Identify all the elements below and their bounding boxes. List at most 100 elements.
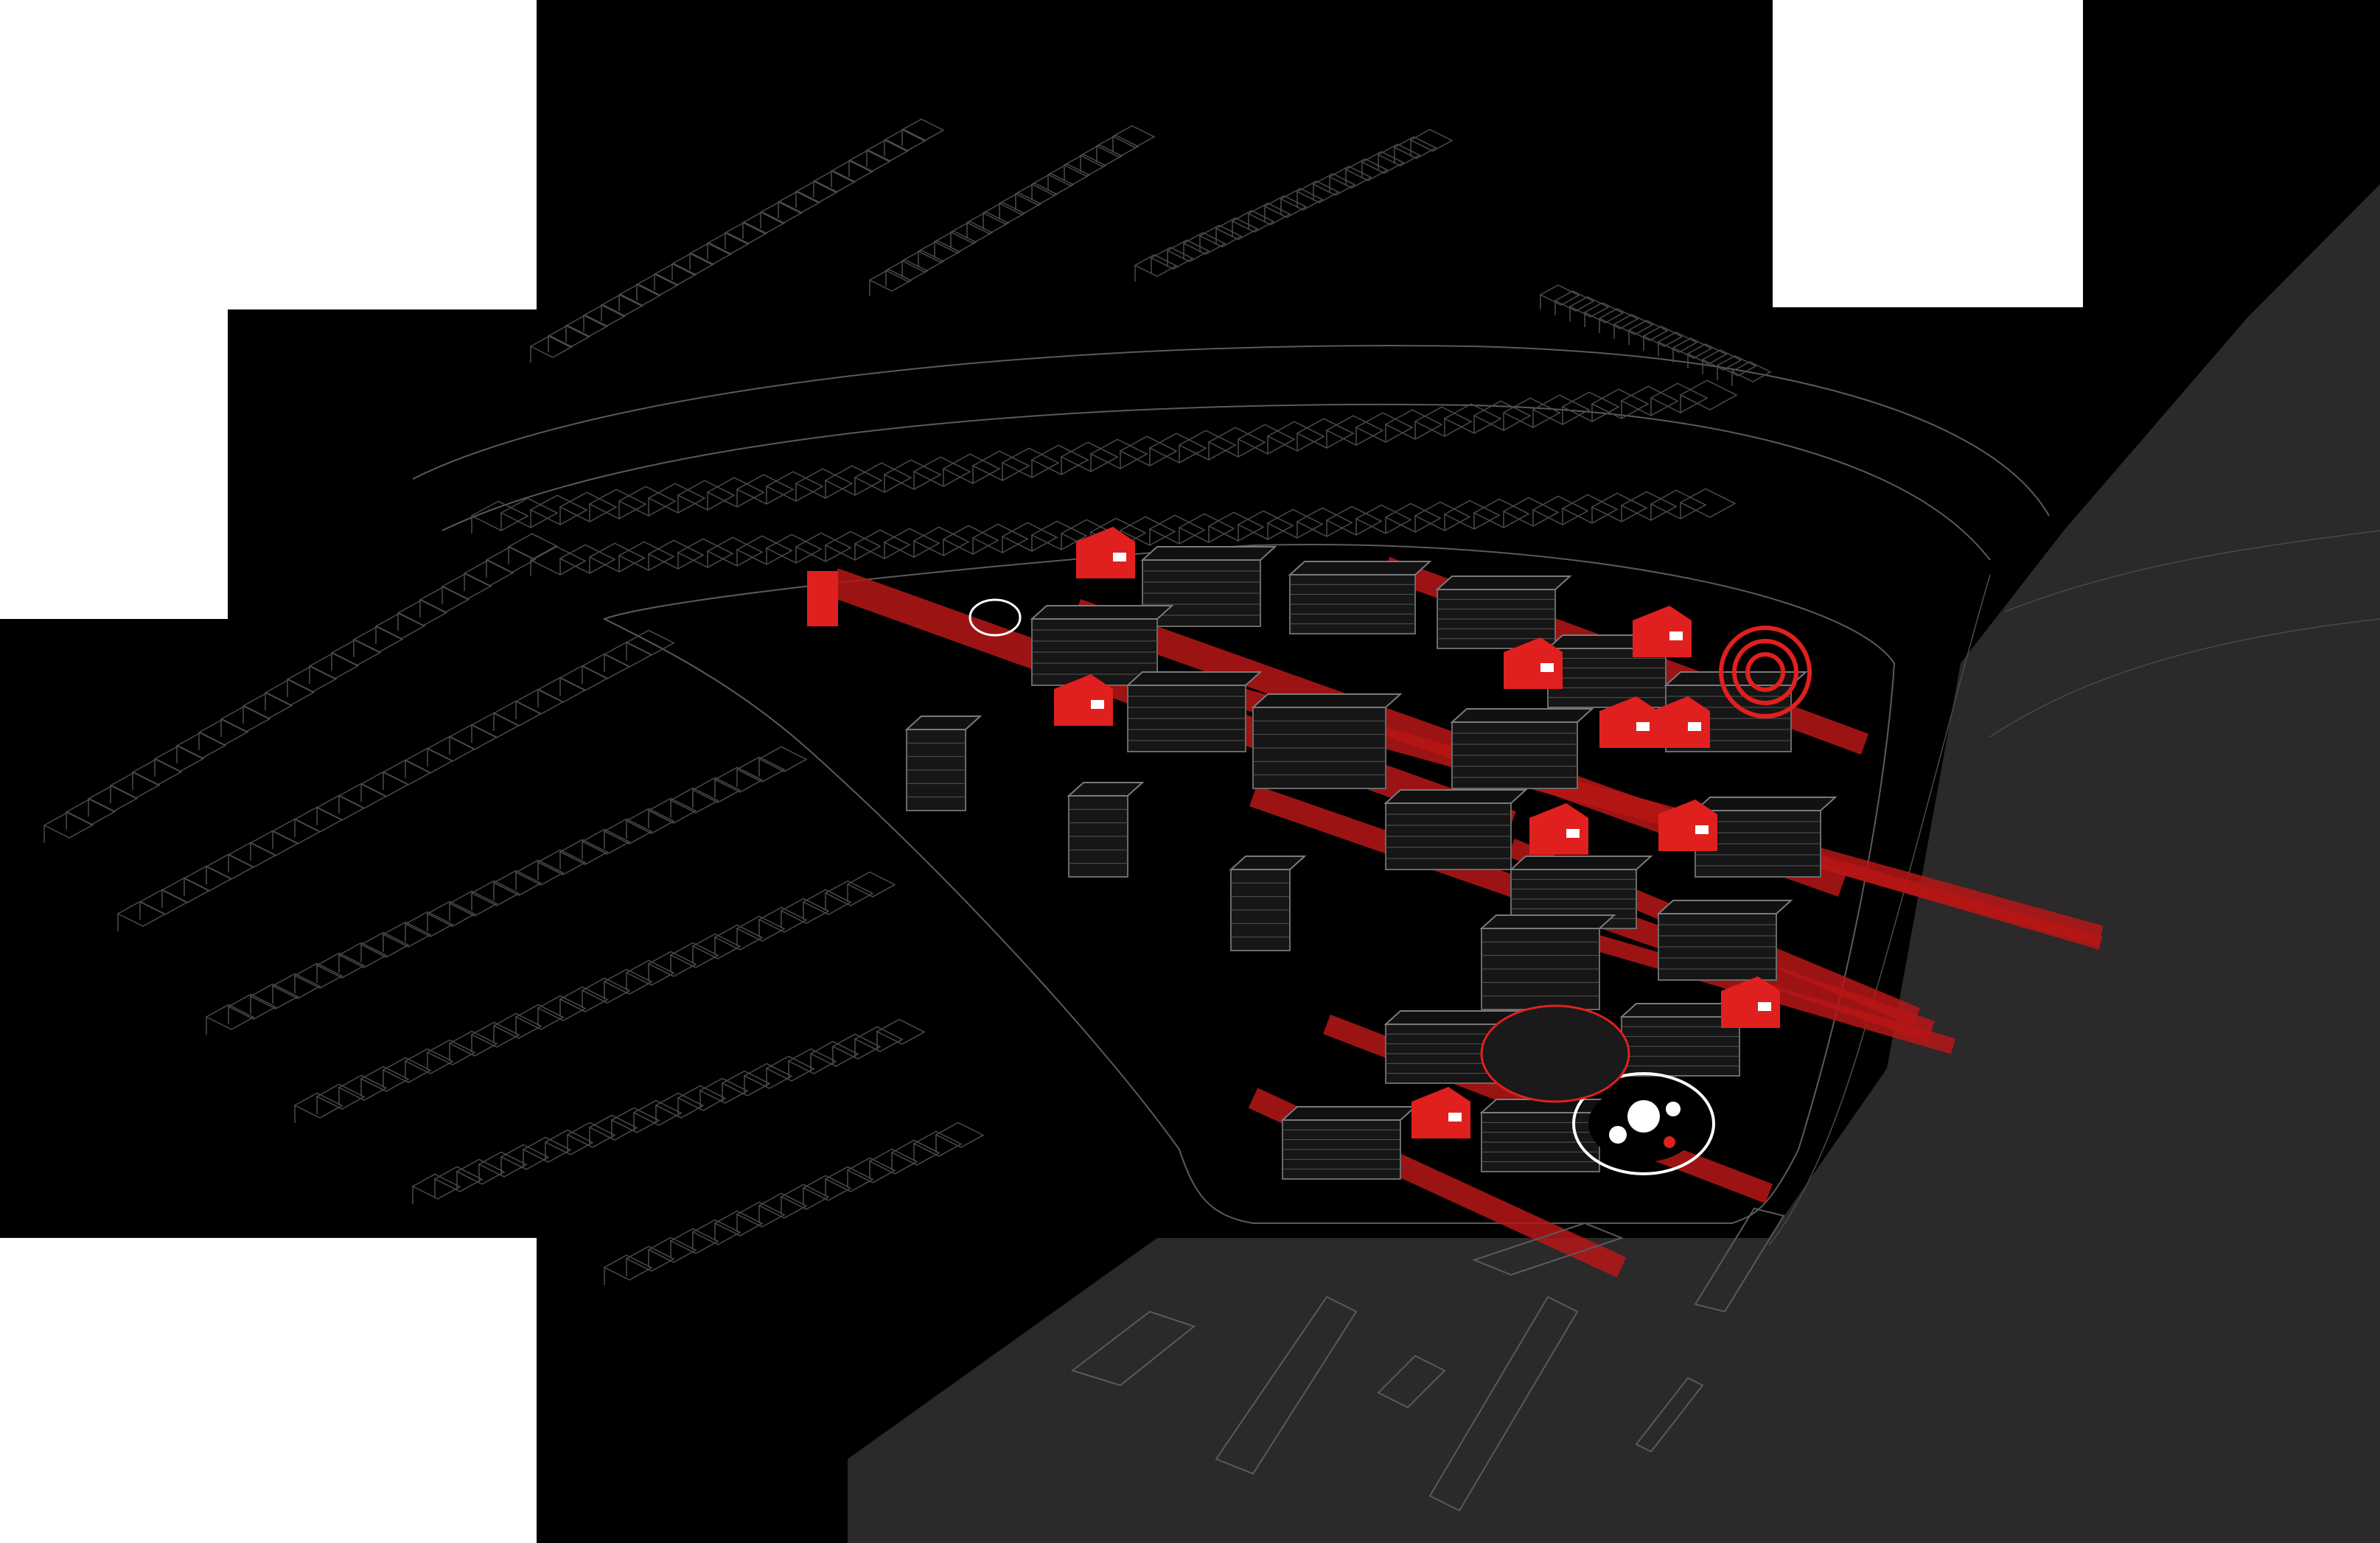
terrace-house [175, 732, 227, 759]
pavilion-opening [1669, 631, 1683, 640]
terrace-house [1473, 498, 1530, 528]
terrace-house [1266, 421, 1325, 452]
terrace-house [1591, 492, 1648, 522]
terrace-house [433, 1166, 484, 1192]
terrace-house [824, 1166, 874, 1192]
terrace-house [713, 1210, 764, 1236]
terrace-house [1701, 349, 1742, 371]
terrace-house [1001, 522, 1058, 552]
terrace-house [1060, 441, 1119, 472]
terrace-house [1047, 163, 1091, 186]
terrace-house [1355, 504, 1412, 534]
terrace-house [758, 746, 808, 772]
terrace-house [1296, 180, 1340, 203]
terrace-house [205, 1004, 255, 1030]
curved-road [442, 403, 1991, 561]
terrace-house [382, 921, 432, 948]
terrace-house [1716, 354, 1757, 377]
terrace-house [315, 952, 366, 979]
terrace-house [1443, 403, 1502, 434]
terrace-house [721, 1070, 771, 1096]
terrace-house [1650, 382, 1709, 413]
terrace-house [338, 942, 388, 968]
terrace-house [1443, 500, 1501, 530]
estate-tower-roof [1126, 671, 1263, 686]
terrace-house [883, 459, 942, 490]
terrace-house [1325, 505, 1383, 536]
terrace-house [1409, 128, 1454, 152]
terrace-house [1089, 438, 1148, 469]
terrace-house [529, 545, 587, 575]
terrace-house [765, 533, 823, 564]
ring-feature [969, 598, 1022, 637]
terrace-house [1344, 158, 1389, 181]
terrace-house [809, 1040, 859, 1067]
terrace-house [942, 525, 999, 555]
terrace-house [249, 983, 299, 1010]
terrace-house [1414, 501, 1471, 531]
terrace-house [824, 531, 882, 561]
terrace-house [1384, 409, 1443, 440]
terrace-house [1554, 290, 1595, 312]
estate-tower-roof [1509, 856, 1653, 870]
pavilion-opening [1566, 829, 1580, 838]
terrace-house [854, 462, 912, 493]
terrace-house [1731, 360, 1772, 382]
terrace-house [1095, 134, 1140, 158]
terrace-house [1532, 495, 1589, 525]
terrace-house [917, 239, 961, 263]
terrace-house [1207, 427, 1266, 458]
terrace-house [736, 915, 786, 942]
terrace-house [1539, 284, 1580, 306]
estate-tower-roof [1030, 605, 1174, 620]
terrace-house [537, 995, 587, 1021]
terrace-house [426, 1039, 476, 1066]
terrace-house [419, 586, 470, 613]
terrace-house [1502, 397, 1561, 428]
terrace-house [1473, 400, 1532, 431]
terrace-house [397, 599, 448, 626]
terrace-house [1231, 209, 1275, 233]
red-pavilion [1599, 696, 1658, 748]
terrace-house [669, 942, 719, 968]
river-path-line [2004, 530, 2380, 612]
red-pavilion [1651, 696, 1710, 748]
estate-tower-roof [1288, 561, 1432, 575]
terrace-house [1112, 125, 1156, 148]
terrace-house [706, 477, 765, 508]
terrace-house [971, 523, 1029, 553]
terrace-house [713, 924, 764, 951]
terrace-house [566, 1122, 616, 1148]
terrace-house [1328, 165, 1372, 189]
terrace-house [1355, 412, 1414, 443]
terrace-house [625, 808, 675, 834]
estate-tower-roof [1067, 782, 1145, 797]
terrace-house [1134, 253, 1178, 277]
terrace-house [1148, 433, 1207, 463]
terrace-house [1001, 447, 1060, 478]
hatched-circle-feature [1480, 1004, 1630, 1103]
terrace-house [1119, 516, 1176, 546]
terrace-house [352, 626, 404, 653]
terrace-house [603, 818, 653, 844]
terrace-house [736, 1201, 786, 1228]
terrace-house [485, 546, 537, 573]
terrace-house [1679, 379, 1738, 410]
playground-circle-feature [1572, 1072, 1715, 1175]
pavilion-opening [1113, 553, 1126, 561]
terrace-house [1280, 187, 1324, 211]
terrace-house [824, 465, 883, 496]
terrace-house [846, 871, 896, 898]
terrace-house [478, 1151, 528, 1178]
terrace-house [1182, 231, 1226, 255]
terrace-house [492, 870, 542, 896]
terrace-house [544, 1129, 594, 1155]
terrace-house [1620, 491, 1678, 521]
terrace-house [669, 1228, 719, 1254]
terrace-house [846, 1157, 896, 1183]
terrace-house [87, 785, 139, 812]
terrace-house [448, 1030, 498, 1057]
terrace-house [1377, 143, 1421, 167]
curved-road [412, 345, 2050, 517]
pavilion-opening [1448, 1113, 1462, 1122]
